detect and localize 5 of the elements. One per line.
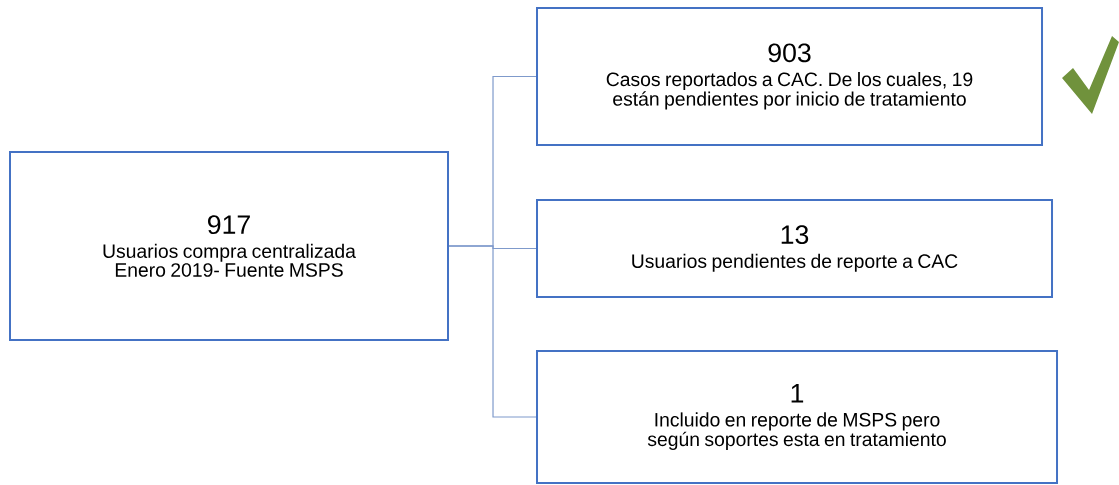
connector-line — [448, 245, 537, 418]
text-box: 13 Usuarios pendientes de reporte a CAC — [536, 199, 1053, 298]
text-box: 1 Incluido en reporte de MSPS pero según soportes esta en tratamiento — [536, 350, 1058, 484]
text-box: 903 Casos reportados a CAC. De los cuales, 19 están pendientes por inicio de tratamiento — [536, 7, 1043, 146]
text-box: 917 Usuarios compra centralizada Enero 2019- Fuente MSPS — [9, 151, 449, 341]
